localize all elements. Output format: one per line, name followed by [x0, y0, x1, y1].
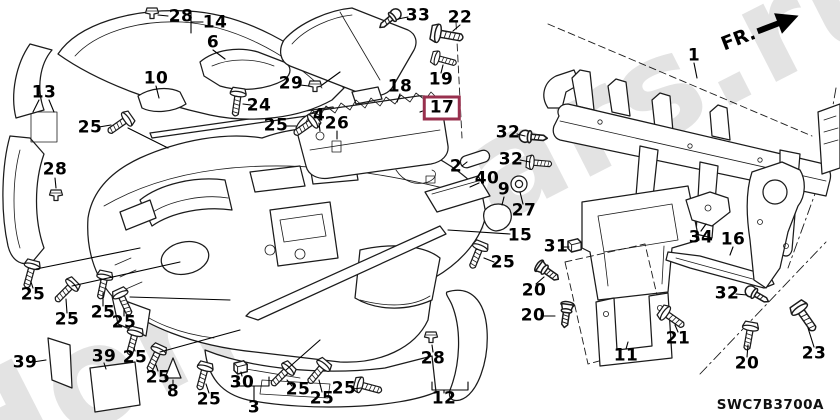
part-callout-19: 19 — [428, 69, 454, 90]
part-callout-25: 25 — [285, 379, 311, 400]
part-callout-26: 26 — [324, 113, 350, 134]
part-callout-6: 6 — [206, 32, 220, 53]
part-callout-30: 30 — [229, 372, 255, 393]
part-callout-21: 21 — [665, 328, 691, 349]
part-callout-40: 40 — [474, 168, 500, 189]
part-callout-25: 25 — [111, 312, 137, 333]
part-callout-25: 25 — [77, 117, 103, 138]
part-callout-28: 28 — [168, 6, 194, 27]
part-callout-11: 11 — [613, 345, 639, 366]
part-callout-3: 3 — [247, 397, 261, 418]
leader-lines — [30, 10, 815, 402]
part-callout-29: 29 — [278, 73, 304, 94]
part-callout-33: 33 — [405, 5, 431, 26]
upper-covers — [13, 7, 417, 120]
part-callout-2: 2 — [449, 156, 463, 177]
part-callout-39: 39 — [91, 346, 117, 367]
part-callout-34: 34 — [688, 227, 714, 248]
center-brackets — [564, 103, 840, 367]
fr-arrow-icon — [756, 13, 799, 35]
part-callout-31: 31 — [543, 236, 569, 257]
part-callout-25: 25 — [145, 367, 171, 388]
part-callout-14: 14 — [202, 12, 228, 33]
side-panels — [2, 111, 488, 413]
part-callout-20: 20 — [521, 280, 547, 301]
part-callout-20: 20 — [734, 353, 760, 374]
part-callout-24: 24 — [246, 95, 272, 116]
part-callout-13: 13 — [31, 82, 57, 103]
part-callout-9: 9 — [497, 179, 511, 200]
part-callout-8: 8 — [166, 381, 180, 402]
part-callout-16: 16 — [720, 229, 746, 250]
part-callout-25: 25 — [122, 347, 148, 368]
part-callout-22: 22 — [447, 7, 473, 28]
part-callout-12: 12 — [431, 388, 457, 409]
part-callout-25: 25 — [90, 302, 116, 323]
part-callout-15: 15 — [507, 225, 533, 246]
part-callout-39: 39 — [12, 352, 38, 373]
part-callout-25: 25 — [309, 388, 335, 409]
part-callout-28: 28 — [42, 159, 68, 180]
airbag-module — [295, 91, 512, 232]
part-callout-23: 23 — [801, 343, 827, 364]
part-callout-27: 27 — [511, 200, 537, 221]
part-callout-10: 10 — [143, 68, 169, 89]
part-callout-32: 32 — [495, 122, 521, 143]
part-callout-25: 25 — [196, 389, 222, 410]
part-callout-25: 25 — [331, 378, 357, 399]
part-callout-25: 25 — [54, 309, 80, 330]
part-callout-4: 4 — [312, 105, 326, 126]
diagram-code: SWC7B3700A — [716, 397, 824, 413]
part-callout-28: 28 — [420, 348, 446, 369]
part-callout-32: 32 — [498, 149, 524, 170]
part-callout-25: 25 — [490, 252, 516, 273]
part-callout-32: 32 — [714, 283, 740, 304]
part-callout-25: 25 — [263, 115, 289, 136]
part-callout-17: 17 — [422, 95, 462, 121]
part-callout-18: 18 — [387, 76, 413, 97]
part-callout-1: 1 — [687, 45, 701, 66]
part-callout-25: 25 — [20, 284, 46, 305]
fr-direction-indicator: FR. — [717, 1, 806, 59]
part-callout-20: 20 — [520, 305, 546, 326]
